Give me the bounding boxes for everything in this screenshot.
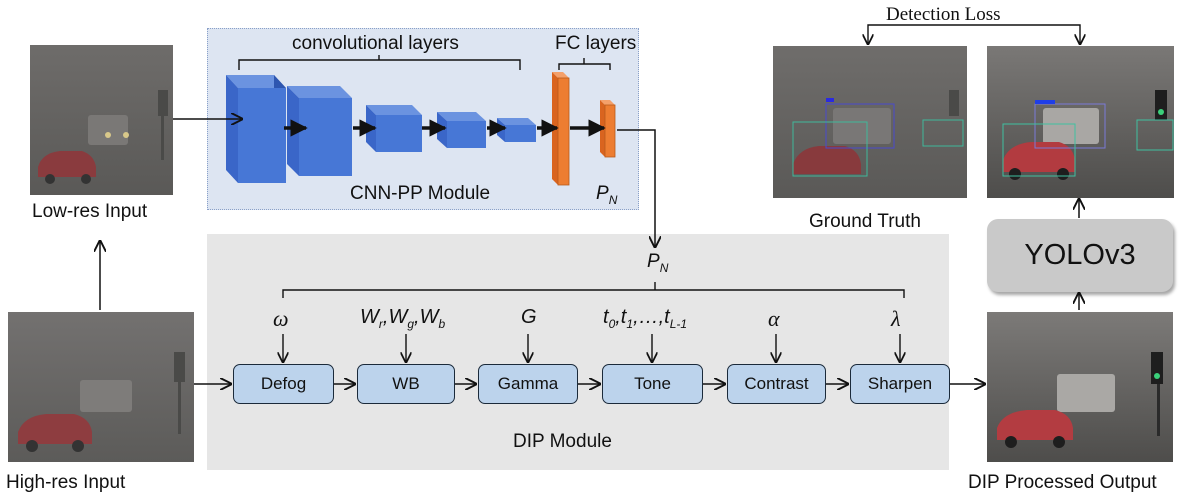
param-wb: Wr,Wg,Wb bbox=[360, 306, 446, 331]
ground-truth-label: Ground Truth bbox=[809, 211, 921, 232]
yolov3-label: YOLOv3 bbox=[1024, 239, 1136, 271]
fc-layers-bracket bbox=[558, 58, 611, 70]
high-res-input-label: High-res Input bbox=[6, 472, 126, 493]
dip-module-panel bbox=[207, 234, 949, 470]
detection-loss-bracket bbox=[868, 24, 1080, 44]
cnn-output-param: PN bbox=[596, 183, 618, 207]
param-gamma: G bbox=[521, 306, 537, 328]
param-sharpen: λ bbox=[891, 306, 901, 331]
conv-block-5 bbox=[497, 118, 536, 142]
ground-truth-image bbox=[773, 46, 967, 198]
conv-block-1 bbox=[226, 75, 286, 183]
param-defog: ω bbox=[273, 306, 289, 331]
tone-filter-label: Tone bbox=[634, 374, 671, 393]
dip-output-image bbox=[987, 312, 1173, 462]
conv-block-2 bbox=[287, 86, 352, 176]
cnn-pp-module-label: CNN-PP Module bbox=[350, 183, 491, 204]
arrow-cnn-to-dip bbox=[617, 129, 655, 247]
wb-filter-label: WB bbox=[392, 374, 420, 393]
param-arrows bbox=[283, 334, 900, 362]
tone-filter-box: Tone bbox=[602, 364, 703, 404]
param-contrast: α bbox=[768, 306, 780, 331]
conv-block-3 bbox=[366, 105, 422, 152]
conv-layers-label: convolutional layers bbox=[292, 33, 459, 54]
conv-layers-bracket bbox=[238, 55, 521, 70]
dip-output-label: DIP Processed Output bbox=[968, 472, 1157, 493]
low-res-input-label: Low-res Input bbox=[32, 201, 148, 222]
low-res-input-image bbox=[30, 45, 173, 195]
dip-input-param: PN bbox=[647, 251, 669, 275]
sharpen-filter-label: Sharpen bbox=[867, 374, 933, 393]
sharpen-filter-box: Sharpen bbox=[850, 364, 950, 404]
fc-layers-label: FC layers bbox=[555, 33, 637, 54]
gamma-filter-label: Gamma bbox=[497, 374, 559, 393]
defog-filter-box: Defog bbox=[233, 364, 334, 404]
high-res-input-image bbox=[8, 312, 194, 462]
param-tone: t0,t1,…,tL-1 bbox=[603, 306, 688, 331]
defog-filter-label: Defog bbox=[260, 374, 307, 393]
dip-module-label: DIP Module bbox=[513, 431, 612, 452]
contrast-filter-box: Contrast bbox=[727, 364, 826, 404]
conv-block-4 bbox=[437, 112, 486, 148]
param-distribution-bracket bbox=[282, 282, 905, 298]
detection-loss-label: Detection Loss bbox=[886, 4, 1001, 25]
contrast-filter-label: Contrast bbox=[744, 374, 809, 393]
gamma-filter-box: Gamma bbox=[478, 364, 578, 404]
detection-result-image bbox=[987, 46, 1174, 198]
yolov3-detector-box: YOLOv3 bbox=[987, 219, 1173, 292]
wb-filter-box: WB bbox=[357, 364, 455, 404]
